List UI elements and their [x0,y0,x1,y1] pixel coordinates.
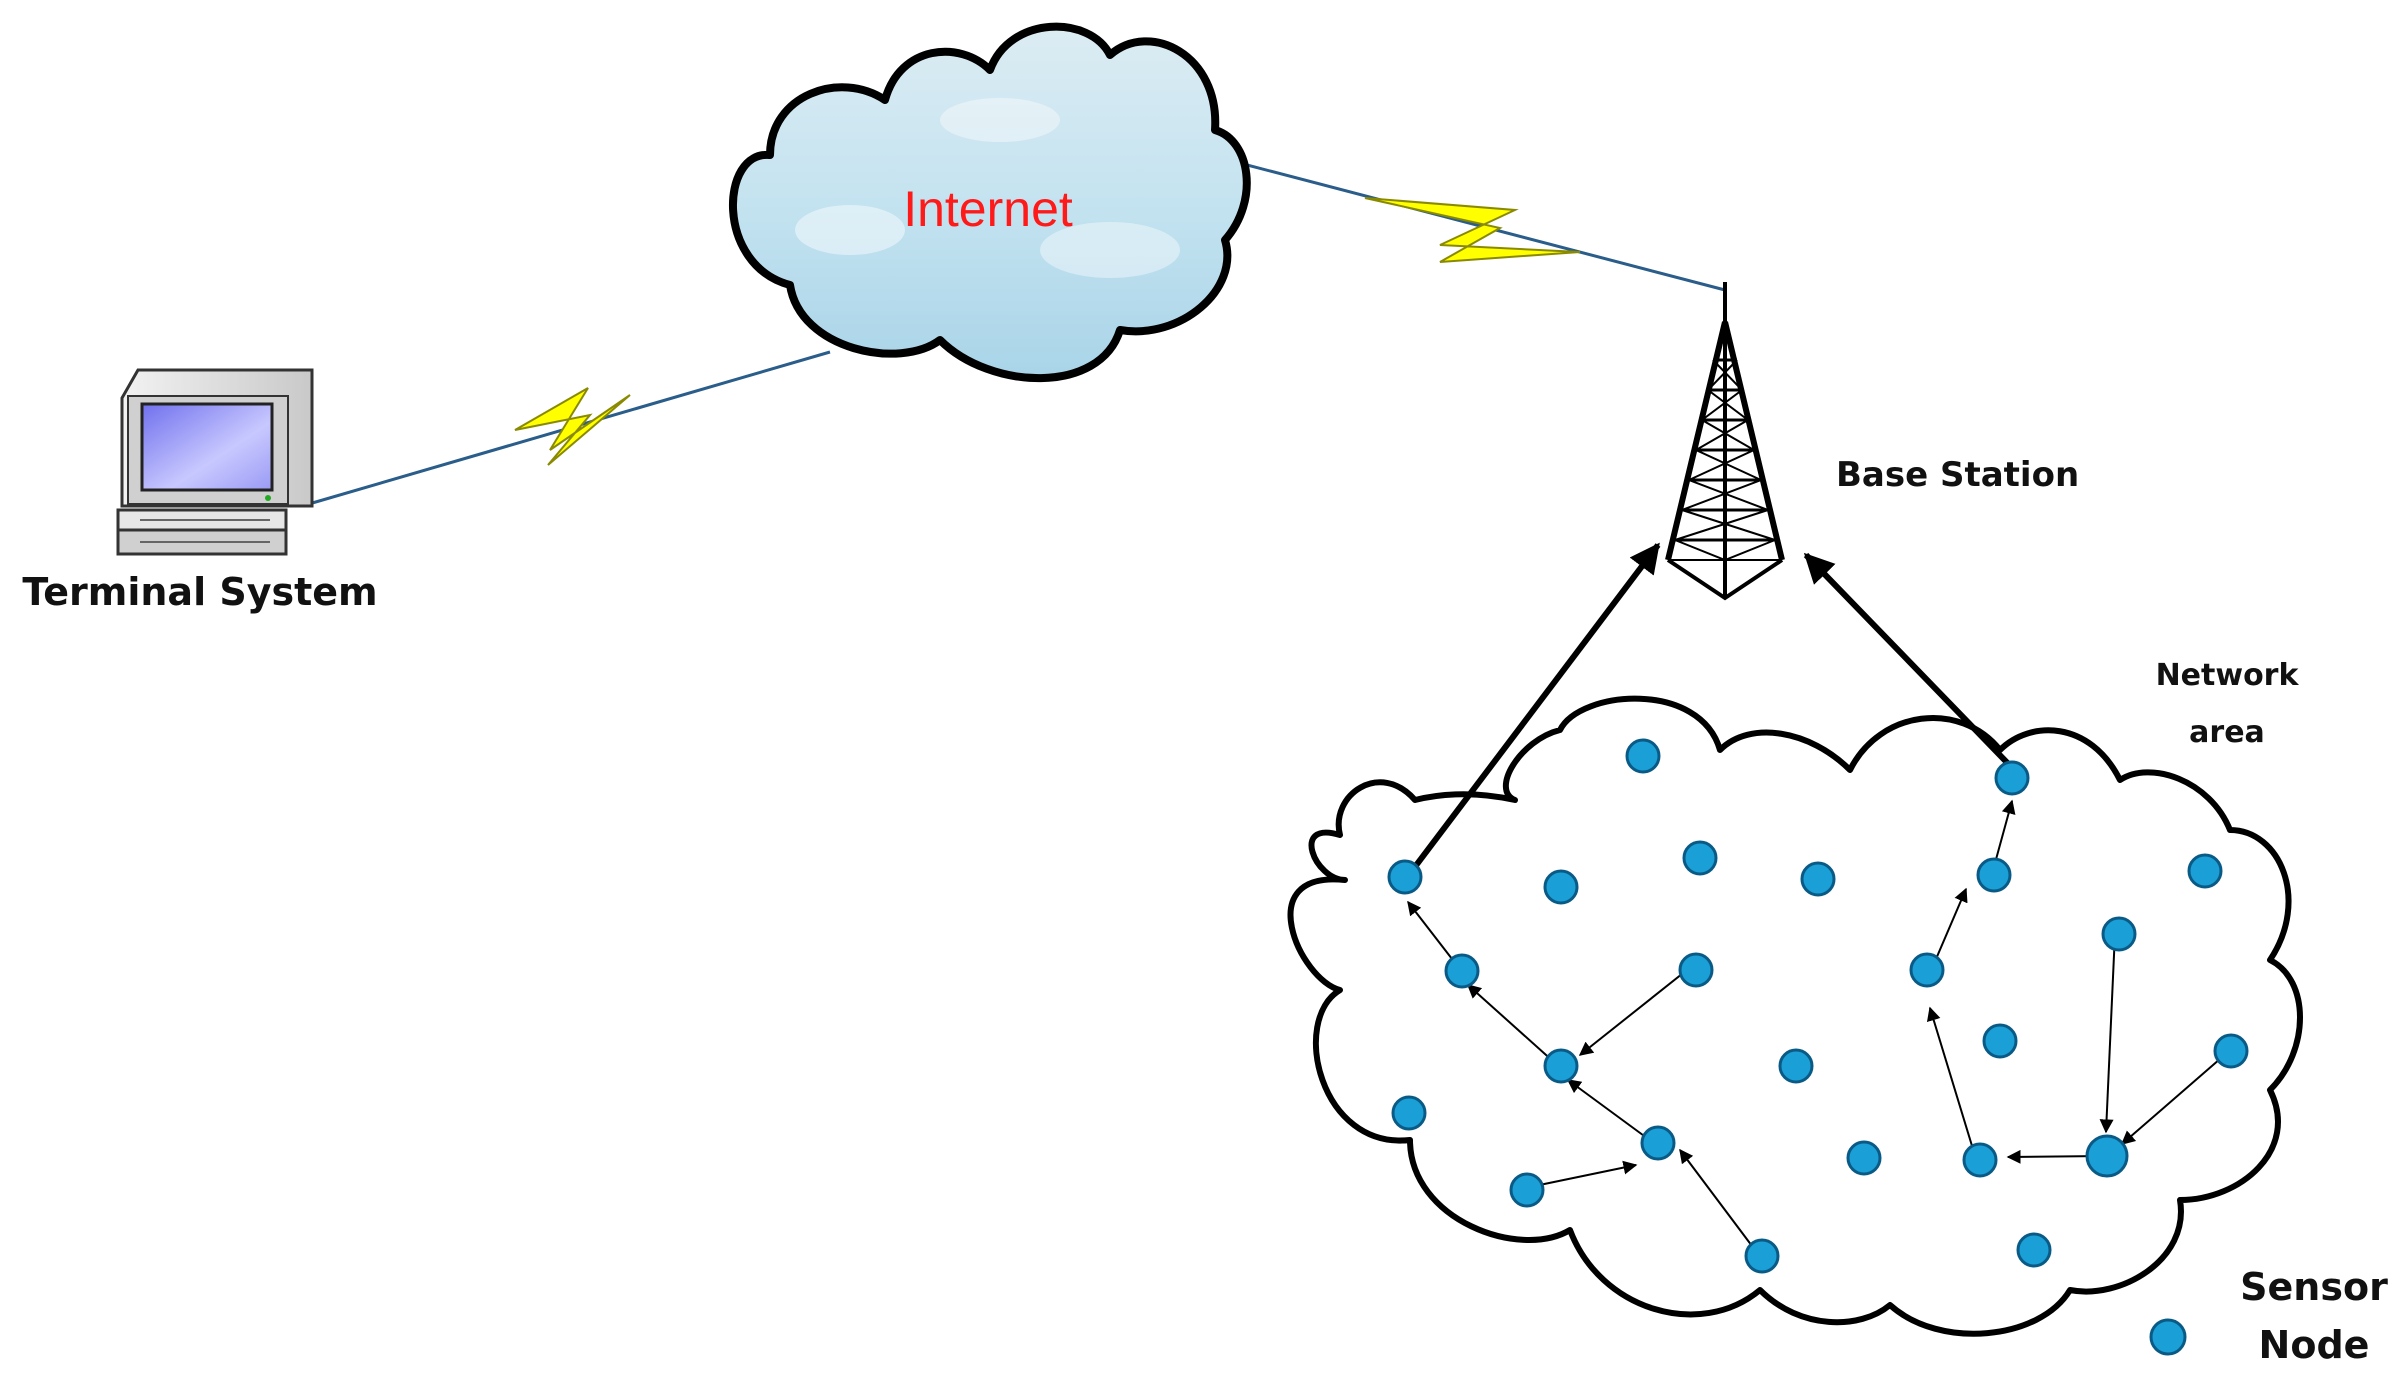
uplink-arrow-left [1402,542,1661,882]
sensor-label-line2: Node [2259,1323,2370,1367]
sensor-node [2085,1134,2129,1178]
sensor-node [2187,853,2223,889]
network-area-label-line2: area [2189,715,2265,750]
sensor-node [1962,1142,1998,1178]
sensor-node [1391,1095,1427,1131]
internet-cloud: Internet [729,22,1251,383]
internet-label: Internet [903,181,1073,237]
sensor-node [1509,1172,1545,1208]
lightning-icon [1364,197,1581,263]
internet-basestation-link [1227,158,1726,292]
route-arrow [1932,887,1968,967]
sensor-nodes [1387,738,2249,1356]
route-arrow [1926,1006,1977,1160]
sensor-node [1543,1048,1579,1084]
sensor-node [1744,1238,1780,1274]
sensor-node [1994,760,2030,796]
sensor-node [1625,738,1661,774]
sensor-node [1387,859,1423,895]
sensor-node [2213,1033,2249,1069]
route-arrow [2099,932,2116,1134]
sensor-label-line1: Sensor [2240,1265,2388,1309]
uplink-arrow-right [1803,552,2025,781]
uplink-arrows [1402,542,2025,882]
sensor-node [1543,869,1579,905]
sensor-node [1909,952,1945,988]
route-arrow [1407,900,1460,969]
sensor-node [1976,857,2012,893]
terminal-internet-link [301,350,831,508]
sensor-node [1846,1140,1882,1176]
route-arrow [2120,1051,2229,1145]
route-arrow [1466,984,1556,1064]
sensor-node [1982,1023,2018,1059]
sensor-node [1444,953,1480,989]
sensor-node [1678,952,1714,988]
sensor-node [1800,861,1836,897]
network-area-label-line1: Network [2156,658,2300,693]
sensor-node [1640,1125,1676,1161]
sensor-node [1682,840,1718,876]
network-area-cloud [1287,695,2303,1337]
route-arrow [1679,1148,1759,1255]
route-arrow [1566,1079,1652,1142]
route-arrow [1578,965,1693,1056]
sensor-node [2101,916,2137,952]
sensor-node [2016,1232,2052,1268]
sensor-node-legend-icon [2149,1318,2187,1356]
terminal-label: Terminal System [22,570,377,614]
sensor-node [1778,1048,1814,1084]
route-arrow [1524,1160,1638,1189]
base-station-label: Base Station [1836,455,2079,495]
lightning-icon [514,387,631,466]
tower-icon [1665,282,1785,601]
computer-icon [116,368,314,556]
